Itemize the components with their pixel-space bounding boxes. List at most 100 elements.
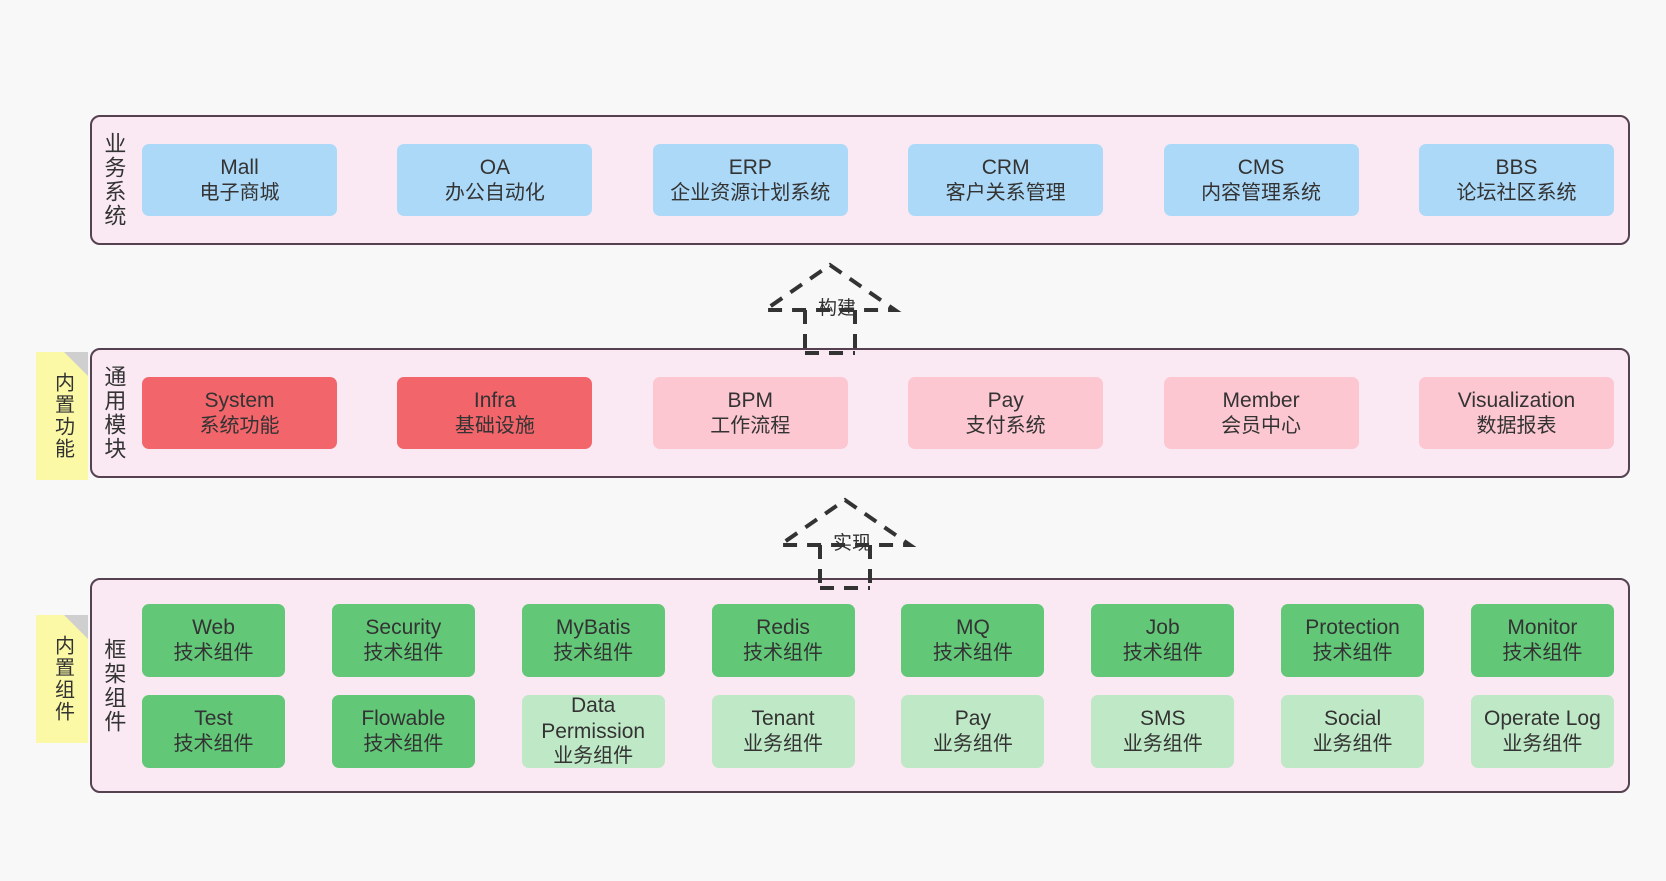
card-mybatis[interactable]: MyBatis 技术组件	[521, 603, 665, 677]
card-title: Security	[365, 616, 442, 639]
layer-label-common-module: 通用模块	[101, 365, 127, 461]
card-mall[interactable]: Mall 电子商城	[142, 144, 337, 216]
card-title: Protection	[1305, 616, 1400, 639]
card-infra[interactable]: Infra 基础设施	[397, 377, 593, 449]
card-subtitle: 支付系统	[965, 414, 1046, 437]
card-row: Web 技术组件 Security 技术组件 MyBatis 技术组件 Redi…	[142, 603, 1614, 677]
card-title: Redis	[756, 616, 810, 639]
card-job[interactable]: Job 技术组件	[1091, 603, 1235, 677]
layer-business-system[interactable]: 业务系统 Mall 电子商城 OA 办公自动化 ERP 企业资源计划系统 CRM…	[90, 115, 1630, 245]
card-mq[interactable]: MQ 技术组件	[901, 603, 1045, 677]
layer-body-business-system: Mall 电子商城 OA 办公自动化 ERP 企业资源计划系统 CRM 客户关系…	[134, 117, 1628, 243]
layer-label-business-system: 业务系统	[101, 132, 127, 228]
card-subtitle: 技术组件	[743, 641, 824, 664]
card-subtitle: 业务组件	[932, 732, 1013, 755]
layer-label-framework-component: 框架组件	[101, 637, 127, 734]
connector-implement-label: 实现	[833, 533, 872, 554]
card-crm[interactable]: CRM 客户关系管理	[908, 144, 1104, 216]
card-tenant[interactable]: Tenant 业务组件	[711, 694, 855, 768]
card-title: MQ	[955, 616, 990, 639]
card-protection[interactable]: Protection 技术组件	[1281, 603, 1425, 677]
card-row: Test 技术组件 Flowable 技术组件 Data Permission …	[142, 694, 1614, 768]
card-row: System 系统功能 Infra 基础设施 BPM 工作流程 Pay 支付系统…	[142, 377, 1614, 449]
layer-body-framework-component: Web 技术组件 Security 技术组件 MyBatis 技术组件 Redi…	[134, 580, 1628, 791]
card-erp[interactable]: ERP 企业资源计划系统	[652, 144, 848, 216]
card-title: Test	[194, 707, 233, 730]
arrow-shaft	[818, 545, 872, 590]
card-member[interactable]: Member 会员中心	[1163, 377, 1359, 449]
connector-build-label: 构建	[818, 298, 857, 319]
card-subtitle: 电子商城	[199, 181, 280, 204]
card-subtitle: 工作流程	[710, 414, 791, 437]
card-subtitle: 办公自动化	[444, 181, 545, 204]
card-pay-component[interactable]: Pay 业务组件	[901, 694, 1045, 768]
layer-body-common-module: System 系统功能 Infra 基础设施 BPM 工作流程 Pay 支付系统…	[134, 350, 1628, 476]
card-title: BPM	[727, 389, 774, 412]
card-social[interactable]: Social 业务组件	[1281, 694, 1425, 768]
arrowhead-triangle	[773, 497, 917, 547]
card-subtitle: 业务组件	[1312, 732, 1393, 755]
card-subtitle: 技术组件	[173, 641, 254, 664]
card-redis[interactable]: Redis 技术组件	[711, 603, 855, 677]
card-subtitle: 技术组件	[1122, 641, 1203, 664]
card-title: Operate Log	[1484, 707, 1601, 730]
card-title: Social	[1323, 707, 1382, 730]
layer-common-module[interactable]: 通用模块 System 系统功能 Infra 基础设施 BPM 工作流程 Pay…	[90, 348, 1630, 478]
card-flowable[interactable]: Flowable 技术组件	[331, 694, 475, 768]
card-security[interactable]: Security 技术组件	[331, 603, 475, 677]
card-title: System	[204, 389, 275, 412]
card-sms[interactable]: SMS 业务组件	[1091, 694, 1235, 768]
card-subtitle: 技术组件	[1502, 641, 1583, 664]
card-row: Mall 电子商城 OA 办公自动化 ERP 企业资源计划系统 CRM 客户关系…	[142, 144, 1614, 216]
card-title: Job	[1145, 616, 1180, 639]
card-subtitle: 技术组件	[173, 732, 254, 755]
card-subtitle: 业务组件	[1122, 732, 1203, 755]
card-title: Flowable	[361, 707, 446, 730]
card-subtitle: 内容管理系统	[1201, 181, 1322, 204]
card-subtitle: 基础设施	[454, 414, 535, 437]
card-cms[interactable]: CMS 内容管理系统	[1163, 144, 1359, 216]
card-title: SMS	[1139, 707, 1186, 730]
card-subtitle: 系统功能	[199, 414, 280, 437]
card-title: OA	[479, 156, 511, 179]
card-subtitle: 业务组件	[1502, 732, 1583, 755]
card-visualization[interactable]: Visualization 数据报表	[1418, 377, 1614, 449]
card-title: ERP	[728, 156, 772, 179]
card-title: Pay	[987, 389, 1024, 412]
card-title: CMS	[1237, 156, 1285, 179]
card-test[interactable]: Test 技术组件	[142, 694, 285, 768]
card-title: MyBatis	[555, 616, 631, 639]
card-title: Tenant	[751, 707, 815, 730]
card-operate-log[interactable]: Operate Log 业务组件	[1470, 694, 1614, 768]
card-subtitle: 企业资源计划系统	[670, 181, 831, 204]
layer-framework-component[interactable]: 框架组件 Web 技术组件 Security 技术组件 MyBatis 技术组件…	[90, 578, 1630, 793]
card-title: BBS	[1495, 156, 1538, 179]
connector-build	[745, 255, 925, 355]
card-subtitle: 业务组件	[743, 732, 824, 755]
card-system[interactable]: System 系统功能	[142, 377, 337, 449]
card-subtitle: 技术组件	[1312, 641, 1393, 664]
card-title: Data Permission	[541, 694, 646, 743]
card-title: Monitor	[1507, 616, 1578, 639]
card-subtitle: 会员中心	[1221, 414, 1302, 437]
card-bpm[interactable]: BPM 工作流程	[652, 377, 848, 449]
card-bbs[interactable]: BBS 论坛社区系统	[1418, 144, 1614, 216]
card-title: Member	[1222, 389, 1300, 412]
card-title: Mall	[220, 156, 259, 179]
card-title: CRM	[981, 156, 1030, 179]
card-subtitle: 业务组件	[553, 745, 634, 768]
card-pay[interactable]: Pay 支付系统	[908, 377, 1104, 449]
card-web[interactable]: Web 技术组件	[142, 603, 285, 677]
note-builtin-component: 内置组件	[36, 615, 88, 743]
card-subtitle: 技术组件	[363, 732, 444, 755]
card-oa[interactable]: OA 办公自动化	[397, 144, 593, 216]
card-subtitle: 技术组件	[363, 641, 444, 664]
card-data-permission[interactable]: Data Permission 业务组件	[521, 694, 665, 768]
card-subtitle: 数据报表	[1476, 414, 1557, 437]
card-title: Web	[192, 616, 235, 639]
arrowhead-triangle	[758, 262, 902, 312]
card-title: Pay	[954, 707, 991, 730]
note-builtin-function: 内置功能	[36, 352, 88, 480]
card-monitor[interactable]: Monitor 技术组件	[1470, 603, 1614, 677]
